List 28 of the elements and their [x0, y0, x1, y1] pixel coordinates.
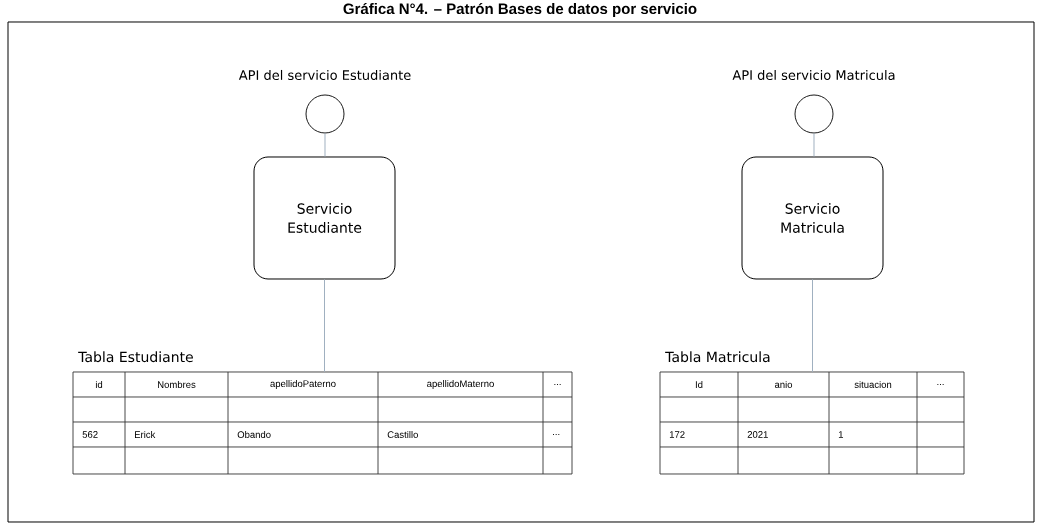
table-cell-ellipsis: ... [554, 383, 561, 385]
table-cell-text: Id [695, 381, 703, 388]
connector-line [812, 279, 813, 373]
table-cell-ellipsis: ... [937, 383, 944, 385]
connector-line [813, 132, 815, 157]
title: Gráfica N°4. – Patrón Bases de datos por servicio [343, 2, 697, 18]
table-cell-text: anio [774, 381, 793, 388]
table-heading: Tabla Matricula [665, 351, 770, 363]
table-cell-text: situacion [854, 381, 892, 388]
connector-line [324, 279, 325, 373]
table-cell-text: 172 [669, 431, 685, 438]
service-box: Servicio Matricula [741, 156, 884, 280]
api-label: API del servicio Estudiante [238, 69, 411, 80]
table-cell-text: Erick [135, 431, 156, 438]
table-heading: Tabla Estudiante [78, 351, 193, 363]
table-cell-text: Castillo [387, 431, 418, 438]
table-cell-text: 2021 [747, 431, 768, 438]
table-cell-text: Nombres [158, 381, 196, 388]
table-cell-ellipsis: ... [553, 433, 560, 435]
table-cell-text: id [95, 381, 103, 388]
table-cell-text: 1 [838, 431, 843, 438]
connector-line [324, 132, 326, 157]
table-cell-text: Obando [237, 431, 271, 438]
table-cell-text: apellidoMaterno [427, 380, 494, 389]
api-label: API del servicio Matricula [732, 69, 895, 80]
table-cell-text: apellidoPaterno [270, 380, 336, 389]
service-box: Servicio Estudiante [253, 156, 396, 280]
table-cell-text: 562 [82, 431, 98, 438]
